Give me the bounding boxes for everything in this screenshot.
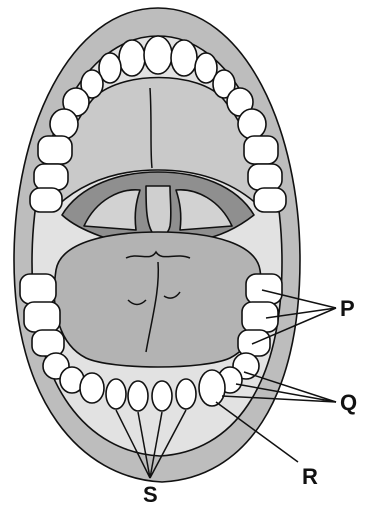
lower-molar <box>32 330 64 356</box>
lower-canine <box>199 370 225 406</box>
lower-canine <box>80 373 104 403</box>
upper-premolar <box>50 109 78 139</box>
label-q: Q <box>340 390 357 415</box>
label-p: P <box>340 296 355 321</box>
lower-incisor <box>106 379 126 409</box>
upper-molar <box>34 164 68 190</box>
uvula <box>146 186 171 236</box>
label-s: S <box>143 482 158 507</box>
upper-incisor <box>119 40 145 76</box>
upper-molar <box>244 136 278 164</box>
upper-molar <box>30 188 62 212</box>
upper-molar <box>248 164 282 190</box>
upper-premolar <box>238 109 266 139</box>
lower-molar <box>20 274 56 304</box>
lower-incisor <box>128 381 148 411</box>
upper-incisor <box>171 40 197 76</box>
lower-incisor <box>176 379 196 409</box>
label-r: R <box>302 464 318 489</box>
upper-molar <box>38 136 72 164</box>
tongue <box>54 232 261 367</box>
upper-incisor <box>144 36 172 74</box>
lower-incisor <box>152 381 172 411</box>
lower-molar <box>246 274 282 304</box>
lower-molar <box>24 302 60 332</box>
upper-molar <box>254 188 286 212</box>
